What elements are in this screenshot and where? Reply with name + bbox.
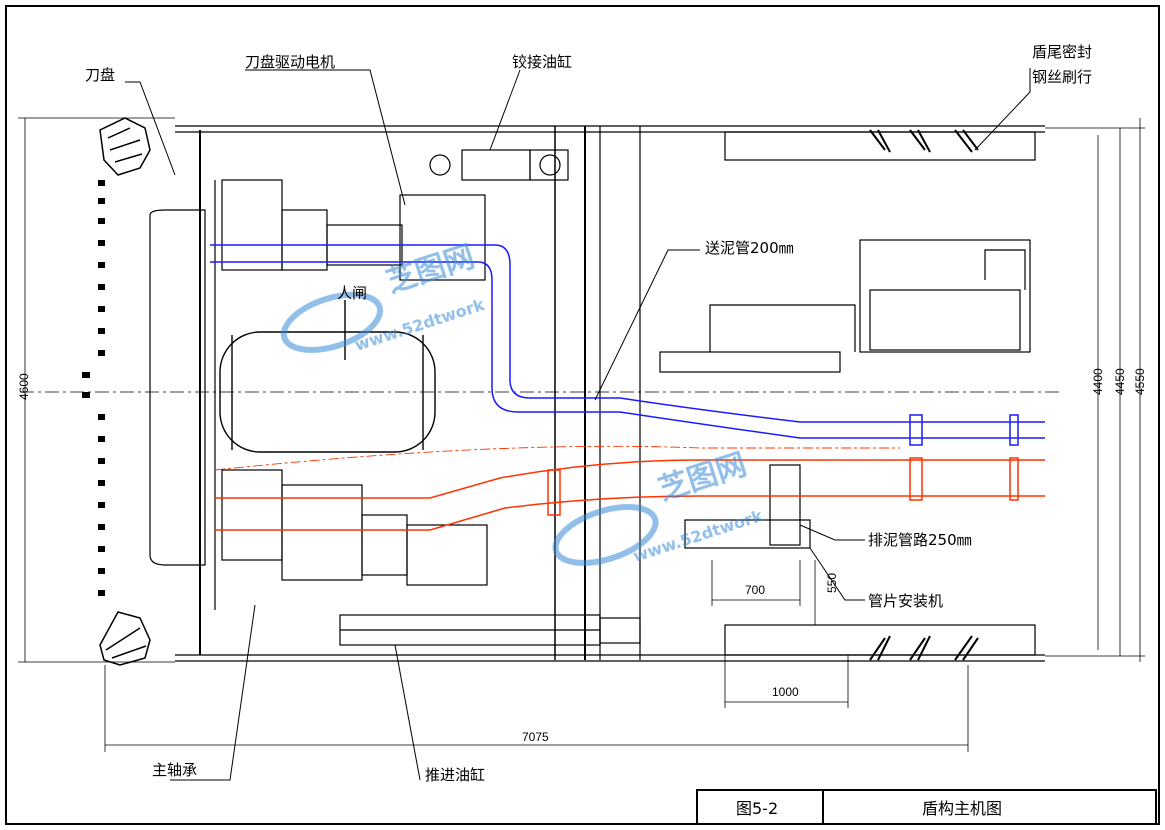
label-cutterhead: 刀盘 (85, 66, 115, 84)
label-thrust-cylinder: 推进油缸 (425, 766, 485, 784)
label-cutter-drive-motor: 刀盘驱动电机 (245, 53, 335, 71)
label-slurry-discharge-pipe: 排泥管路250㎜ (868, 531, 972, 549)
label-articulation-cylinder: 铰接油缸 (512, 53, 572, 71)
slurry-feed-pipe-drawing (210, 244, 1045, 446)
cutterhead-teeth (82, 180, 105, 596)
dim-4400: 4400 (1091, 368, 1105, 395)
dim-700: 700 (745, 583, 765, 597)
dim-550: 550 (825, 573, 839, 593)
leader-lines (125, 68, 1031, 781)
dim-7075: 7075 (522, 730, 549, 744)
articulation-cylinder-drawing (429, 149, 569, 181)
segment-erector-drawing (659, 239, 1031, 549)
thrust-cylinder-drawing (339, 614, 641, 646)
figure-number: 图5-2 (736, 799, 778, 818)
label-main-bearing: 主轴承 (152, 761, 197, 779)
slurry-discharge-pipe-drawing (214, 445, 1045, 531)
dim-4600: 4600 (17, 373, 31, 400)
watermark-name-2: 芝图网 (654, 447, 750, 508)
dimension-lines (18, 117, 1145, 752)
label-manway: 人闸 (337, 284, 367, 302)
label-tail-seal: 盾尾密封 (1032, 43, 1092, 61)
dim-1000: 1000 (772, 685, 799, 699)
tail-brushes (869, 129, 979, 661)
title-block: 图5-2 盾构主机图 (696, 789, 1157, 825)
dim-4450: 4450 (1113, 368, 1127, 395)
manway-drawing (219, 300, 436, 453)
label-slurry-feed-pipe: 送泥管200㎜ (705, 239, 794, 257)
label-segment-erector: 管片安装机 (868, 592, 943, 610)
watermark-name-1: 芝图网 (382, 239, 478, 300)
dim-4550: 4550 (1133, 368, 1147, 395)
shield-body (20, 125, 1060, 662)
drawing-frame (5, 5, 1160, 825)
drawing-title: 盾构主机图 (922, 799, 1002, 818)
gauge-cutters (99, 117, 151, 666)
label-wire-brush: 钢丝刷行 (1032, 68, 1092, 86)
